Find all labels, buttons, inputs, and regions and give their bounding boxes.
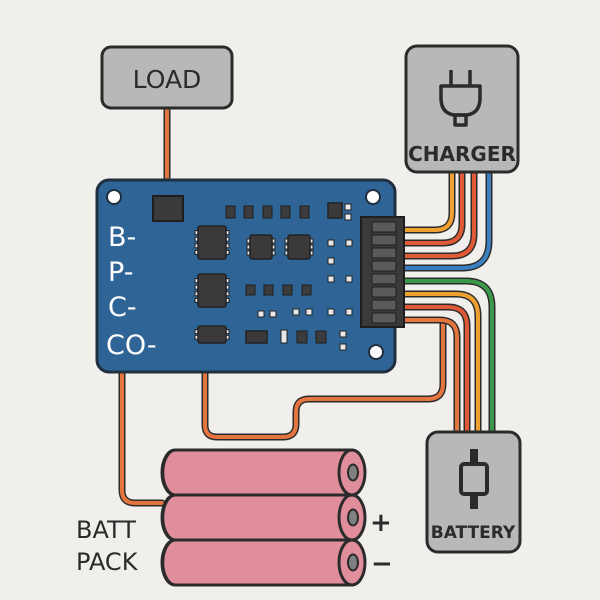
smd-resistor (292, 308, 300, 316)
smd-resistor (339, 330, 347, 338)
battery-terminal-icon (459, 449, 489, 509)
wire-harness-battery (400, 277, 496, 438)
connector-pin (371, 247, 397, 259)
pin-label-co: CO- (106, 330, 157, 361)
transistor (327, 202, 343, 219)
wire-pack-negative (118, 364, 166, 507)
smd-component (299, 205, 310, 219)
smd-component (262, 205, 273, 219)
smd-capacitor (296, 330, 308, 344)
battery-cell (160, 493, 367, 542)
pack-plus-label: + (370, 508, 392, 538)
smd-resistor (327, 275, 335, 283)
load-label: LOAD (133, 65, 202, 94)
smd-resistor (344, 203, 352, 211)
smd-component (245, 284, 256, 296)
battery-cell (160, 538, 367, 587)
battery-label: BATTERY (431, 523, 516, 543)
charger-node: CHARGER (404, 44, 520, 174)
battery-cell (160, 448, 367, 497)
smd-resistor (327, 308, 335, 316)
mounting-holes (106, 189, 384, 360)
smd-component (263, 284, 274, 296)
plug-icon (439, 70, 482, 127)
connector-pin (371, 299, 397, 311)
smd-resistor (339, 343, 347, 351)
pack-minus-label: − (371, 549, 393, 579)
smd-resistor (305, 308, 313, 316)
balance-connector (360, 216, 405, 328)
battery-pack (160, 448, 367, 587)
smd-resistor (269, 310, 277, 318)
pin-label-b: B- (108, 222, 136, 253)
load-terminal-pad (152, 195, 184, 222)
load-node: LOAD (100, 45, 234, 110)
board-components (194, 202, 353, 351)
bms-board: B- P- C- CO- (95, 178, 405, 374)
smd-resistor (344, 213, 352, 221)
ic-chip (246, 234, 276, 260)
smd-capacitor (315, 330, 327, 344)
battery-node: BATTERY (425, 430, 522, 554)
connector-pin (371, 221, 397, 233)
connector-pin (371, 234, 397, 246)
connector-pin (371, 273, 397, 285)
cell-terminal-icon (347, 463, 359, 482)
smd-resistor (327, 257, 335, 265)
ic-chip (194, 325, 230, 344)
ic-chip (194, 273, 230, 308)
smd-component (243, 205, 254, 219)
transistor (245, 330, 268, 344)
cell-terminal-icon (347, 508, 359, 527)
connector-pin (371, 260, 397, 272)
cell-terminal-icon (347, 553, 359, 572)
ic-chip (284, 234, 314, 260)
wire-board-loop (201, 318, 447, 441)
smd-resistor (345, 239, 353, 247)
charger-label: CHARGER (408, 142, 516, 166)
smd-resistor (280, 329, 288, 344)
ic-chip (194, 225, 230, 260)
pack-label-line2: PACK (76, 548, 139, 576)
smd-resistor (345, 308, 353, 316)
smd-component (225, 205, 236, 219)
pin-label-c: C- (108, 292, 137, 323)
connector-pin (371, 312, 397, 324)
wire-harness-charger (400, 168, 493, 272)
pack-label-line1: BATT (76, 516, 136, 544)
smd-resistor (345, 275, 353, 283)
smd-component (280, 205, 291, 219)
smd-component (282, 284, 293, 296)
connector-pin (371, 286, 397, 298)
smd-component (301, 284, 312, 296)
pin-label-p: P- (108, 257, 133, 288)
smd-resistor (257, 310, 265, 318)
smd-resistor (327, 239, 335, 247)
